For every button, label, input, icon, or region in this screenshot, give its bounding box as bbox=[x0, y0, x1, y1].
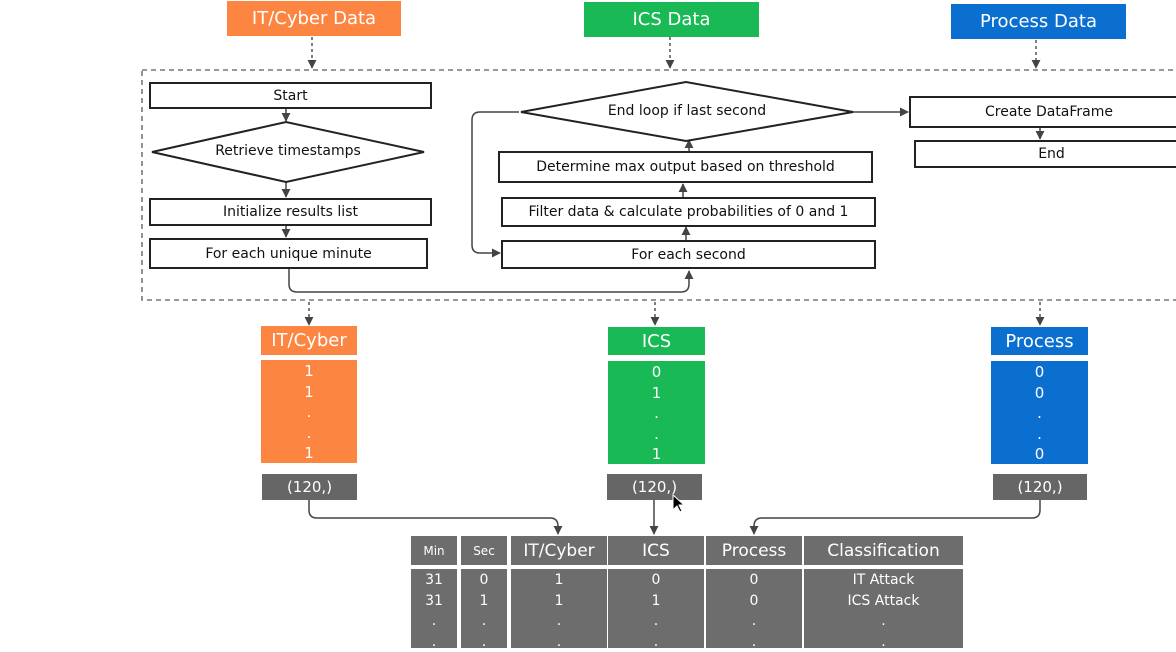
start-box: Start bbox=[149, 82, 432, 109]
table-cell: IT Attack bbox=[804, 570, 963, 591]
table-cell: 1 bbox=[511, 570, 607, 591]
table-cell: 1 bbox=[608, 591, 704, 612]
process-value: . bbox=[991, 424, 1088, 445]
ics-data-label: ICS Data bbox=[632, 9, 710, 30]
process-shape: (120,) bbox=[993, 474, 1087, 500]
each-minute-box: For each unique minute bbox=[149, 238, 428, 269]
end-loop-label: End loop if last second bbox=[521, 103, 853, 119]
it-cyber-value: 1 bbox=[261, 361, 357, 382]
mouse-cursor-icon bbox=[672, 494, 686, 514]
table-cell: . bbox=[461, 632, 507, 652]
ics-values: 0 1 . . 1 bbox=[608, 361, 705, 464]
it-cyber-value: . bbox=[261, 423, 357, 444]
filter-data-box: Filter data & calculate probabilities of… bbox=[501, 197, 876, 227]
process-column-title: Process bbox=[991, 327, 1088, 355]
table-cell: 0 bbox=[608, 570, 704, 591]
process-value: 0 bbox=[991, 383, 1088, 404]
table-cell: . bbox=[608, 611, 704, 632]
it-cyber-value: . bbox=[261, 402, 357, 423]
table-cell: . bbox=[804, 611, 963, 632]
process-value: 0 bbox=[991, 444, 1088, 465]
initialize-results-label: Initialize results list bbox=[223, 204, 358, 220]
create-dataframe-box: Create DataFrame bbox=[909, 96, 1176, 128]
it-cyber-column-title-label: IT/Cyber bbox=[271, 330, 347, 351]
ics-value: 1 bbox=[608, 444, 705, 465]
process-shape-label: (120,) bbox=[1017, 478, 1062, 496]
it-cyber-value: 1 bbox=[261, 443, 357, 464]
table-cell: 31 bbox=[411, 570, 457, 591]
table-cell: . bbox=[411, 632, 457, 652]
table-cell: 0 bbox=[706, 591, 802, 612]
it-cyber-data-label: IT/Cyber Data bbox=[252, 8, 376, 29]
each-second-label: For each second bbox=[631, 247, 745, 263]
table-cell: . bbox=[511, 632, 607, 652]
it-cyber-column-title: IT/Cyber bbox=[261, 326, 357, 355]
table-cell: 0 bbox=[461, 570, 507, 591]
end-label: End bbox=[1038, 146, 1065, 162]
ics-shape-label: (120,) bbox=[632, 478, 677, 496]
table-cell: . bbox=[706, 632, 802, 652]
process-column-title-label: Process bbox=[1005, 331, 1073, 352]
it-cyber-data-header: IT/Cyber Data bbox=[227, 1, 401, 36]
it-cyber-values: 1 1 . . 1 bbox=[261, 360, 357, 463]
table-cell: . bbox=[511, 611, 607, 632]
table-header-process: Process bbox=[706, 536, 802, 565]
ics-value: 0 bbox=[608, 362, 705, 383]
table-column-it-cyber: 1 1 . . bbox=[511, 569, 607, 648]
initialize-results-box: Initialize results list bbox=[149, 198, 432, 226]
table-column-min: 31 31 . . bbox=[411, 569, 457, 648]
table-column-ics: 0 1 . . bbox=[608, 569, 704, 648]
table-column-sec: 0 1 . . bbox=[461, 569, 507, 648]
table-cell: 0 bbox=[706, 570, 802, 591]
table-header-it-cyber: IT/Cyber bbox=[511, 536, 607, 565]
table-cell: . bbox=[804, 632, 963, 652]
ics-column-title: ICS bbox=[608, 327, 705, 355]
end-box: End bbox=[914, 140, 1176, 168]
process-data-label: Process Data bbox=[980, 11, 1097, 32]
table-cell: 1 bbox=[461, 591, 507, 612]
it-cyber-shape-label: (120,) bbox=[287, 478, 332, 496]
table-header-min: Min bbox=[411, 536, 457, 565]
ics-shape: (120,) bbox=[607, 474, 702, 500]
process-data-header: Process Data bbox=[951, 4, 1126, 39]
table-column-classification: IT Attack ICS Attack . . bbox=[804, 569, 963, 648]
it-cyber-value: 1 bbox=[261, 382, 357, 403]
start-label: Start bbox=[273, 88, 307, 104]
ics-value: 1 bbox=[608, 383, 705, 404]
process-values: 0 0 . . 0 bbox=[991, 361, 1088, 464]
each-second-box: For each second bbox=[501, 240, 876, 269]
create-dataframe-label: Create DataFrame bbox=[985, 104, 1113, 120]
table-cell: . bbox=[706, 611, 802, 632]
table-cell: 31 bbox=[411, 591, 457, 612]
max-output-label: Determine max output based on threshold bbox=[536, 159, 835, 175]
table-cell: 1 bbox=[511, 591, 607, 612]
table-cell: . bbox=[411, 611, 457, 632]
table-header-classification: Classification bbox=[804, 536, 963, 565]
table-cell: . bbox=[608, 632, 704, 652]
each-minute-label: For each unique minute bbox=[205, 246, 371, 262]
ics-column-title-label: ICS bbox=[642, 331, 671, 352]
process-value: 0 bbox=[991, 362, 1088, 383]
table-cell: . bbox=[461, 611, 507, 632]
retrieve-timestamps-label: Retrieve timestamps bbox=[152, 143, 424, 159]
ics-value: . bbox=[608, 403, 705, 424]
it-cyber-shape: (120,) bbox=[262, 474, 357, 500]
max-output-box: Determine max output based on threshold bbox=[498, 151, 873, 183]
table-column-process: 0 0 . . bbox=[706, 569, 802, 648]
table-cell: ICS Attack bbox=[804, 591, 963, 612]
ics-data-header: ICS Data bbox=[584, 2, 759, 37]
process-value: . bbox=[991, 403, 1088, 424]
table-header-sec: Sec bbox=[461, 536, 507, 565]
table-header-ics: ICS bbox=[608, 536, 704, 565]
filter-data-label: Filter data & calculate probabilities of… bbox=[529, 204, 849, 220]
ics-value: . bbox=[608, 424, 705, 445]
